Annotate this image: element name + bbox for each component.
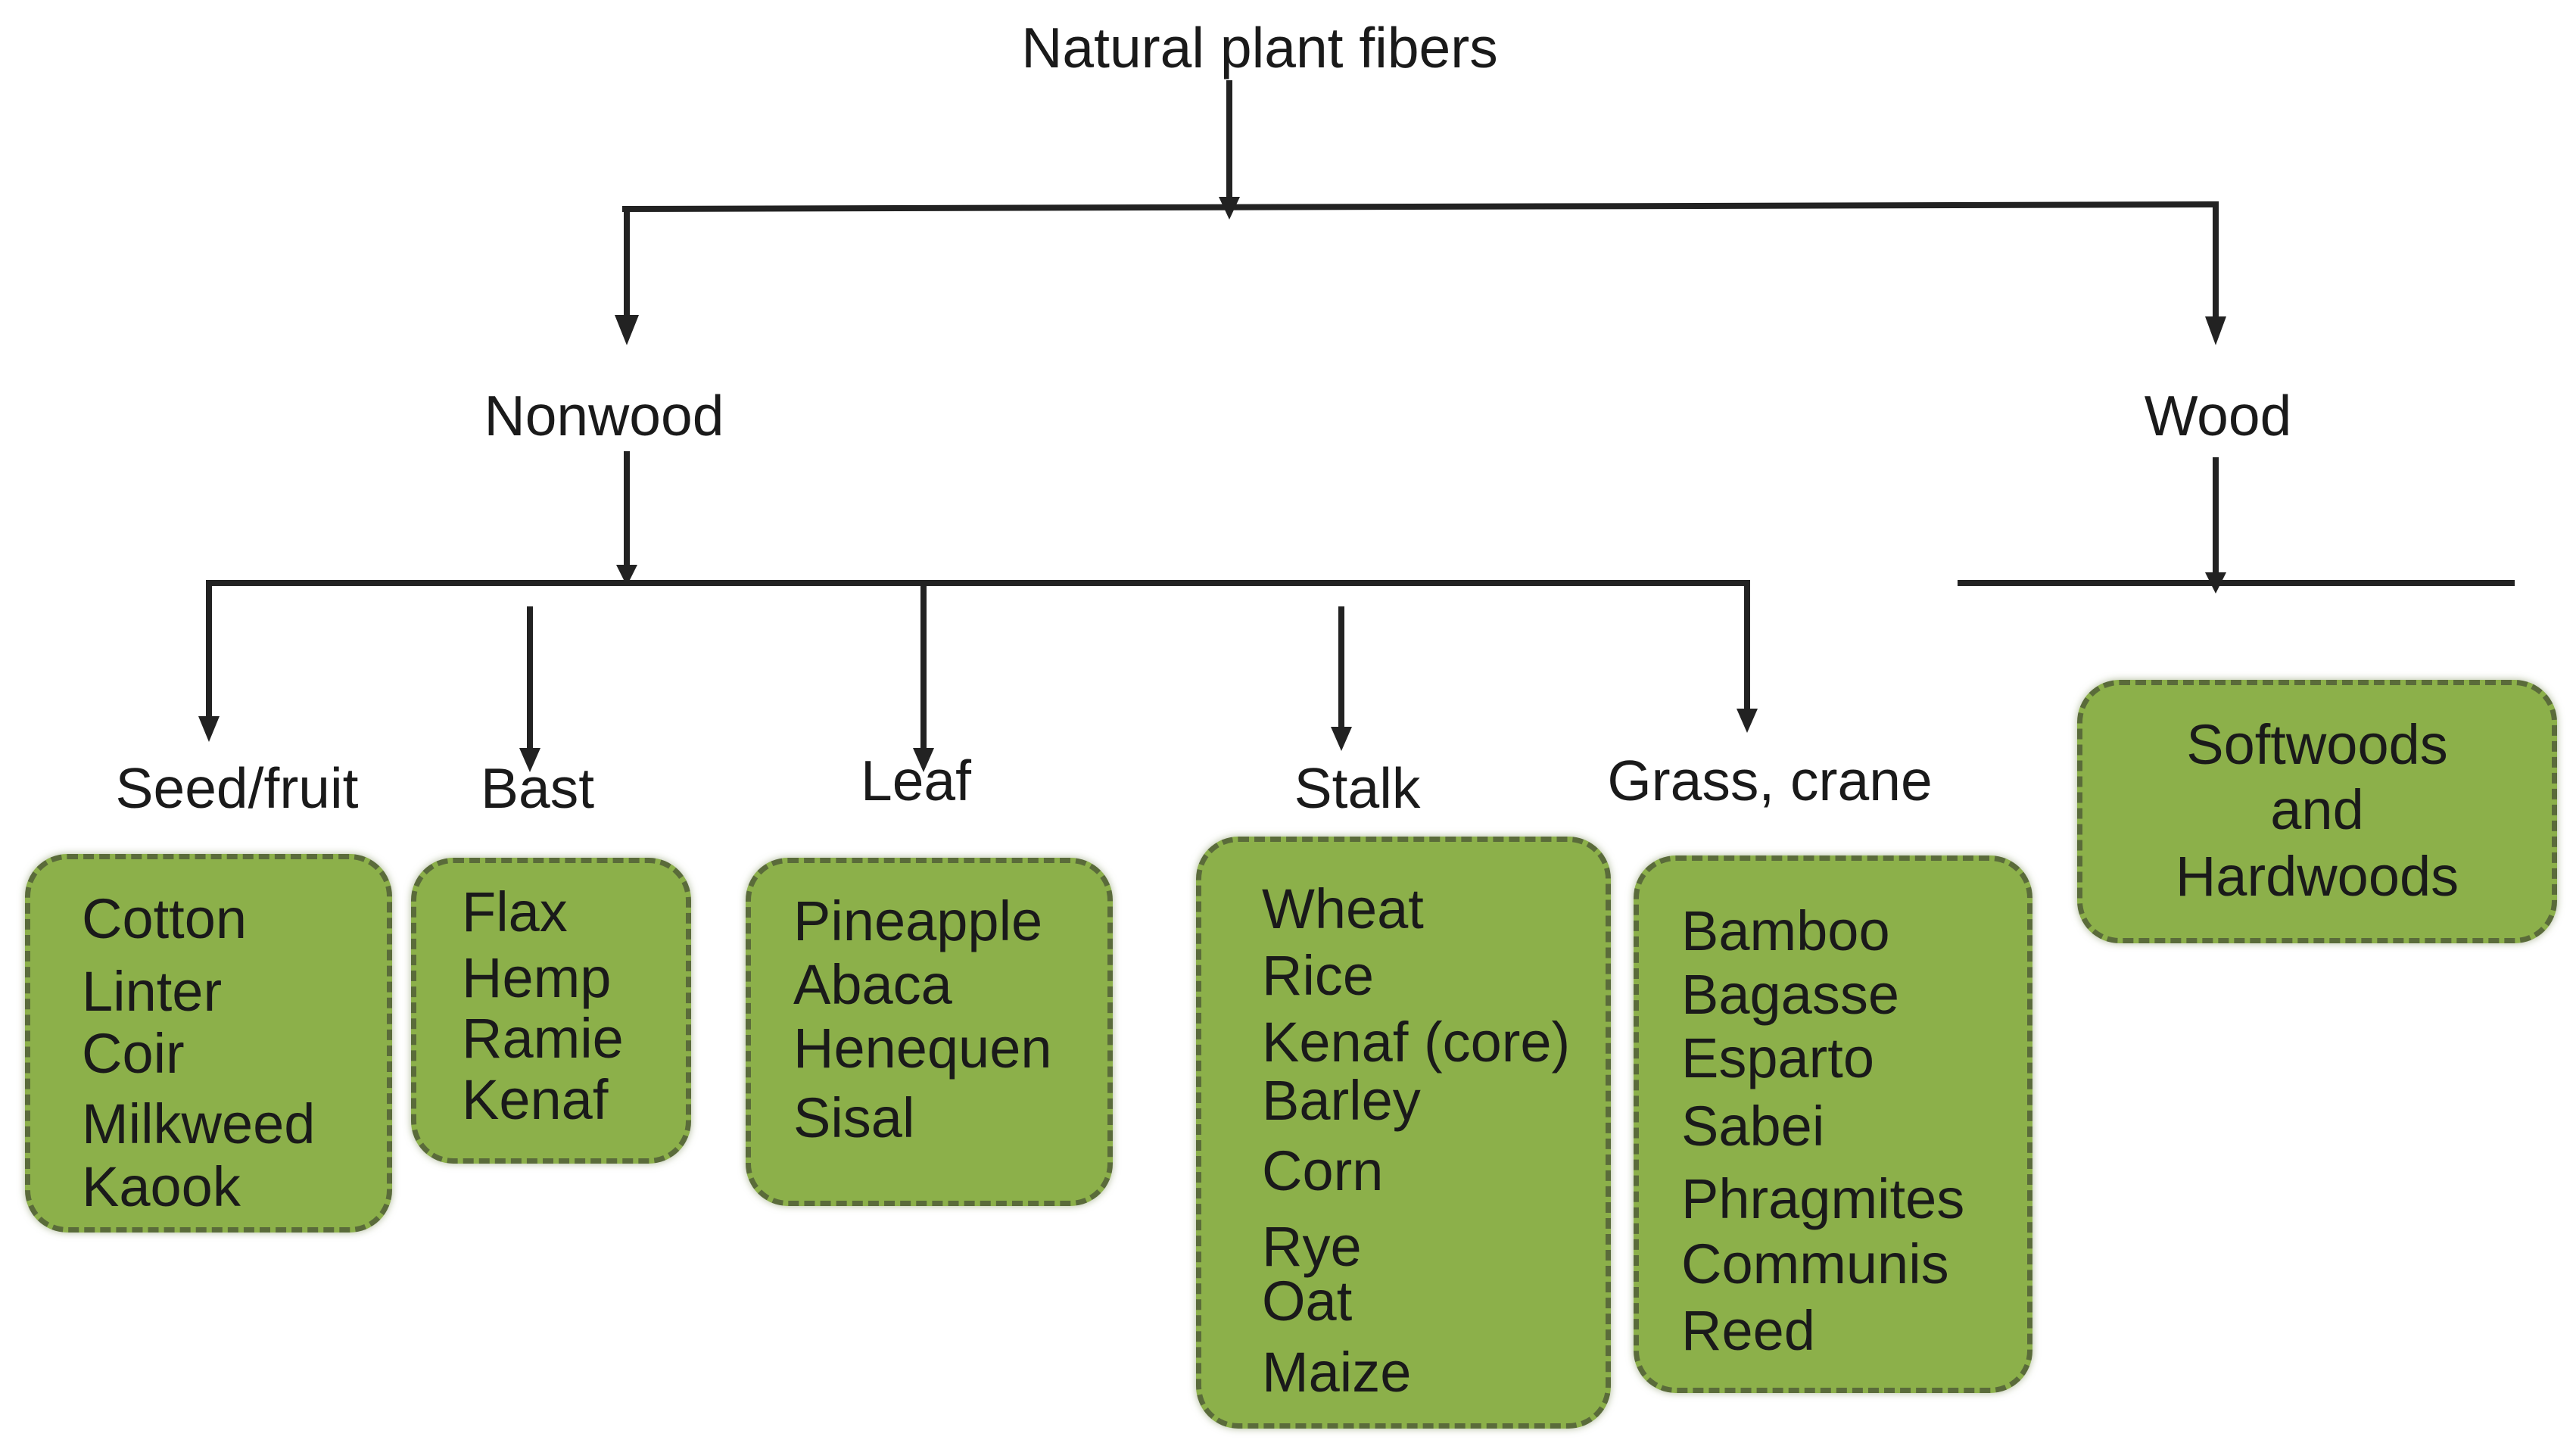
- arrowhead-wood: [2205, 316, 2226, 345]
- list-item: Pineapple: [793, 890, 1043, 952]
- list-item: Reed: [1681, 1299, 1815, 1362]
- list-item: Softwoods: [2186, 713, 2448, 776]
- list-item: Milkweed: [82, 1092, 316, 1155]
- list-item: Rice: [1262, 944, 1375, 1007]
- category-label-stalk: Stalk: [1294, 756, 1421, 820]
- list-item: Abaca: [793, 953, 952, 1016]
- list-item: Oat: [1262, 1270, 1353, 1332]
- arrowhead-nonwood-bus: [616, 565, 637, 586]
- arrowhead-nonwood: [615, 315, 639, 345]
- arrowhead-seed: [198, 716, 220, 742]
- arrowhead-root: [1219, 197, 1240, 220]
- list-item: Corn: [1262, 1139, 1384, 1202]
- category-label-leaf: Leaf: [861, 749, 971, 812]
- list-item: Bagasse: [1681, 963, 1899, 1026]
- list-item: Bamboo: [1681, 899, 1890, 962]
- nonwood-label: Nonwood: [484, 384, 724, 447]
- list-item: Henequen: [793, 1017, 1052, 1080]
- list-item: Wheat: [1262, 877, 1424, 940]
- list-item: Hemp: [462, 946, 612, 1009]
- list-item: Hardwoods: [2175, 845, 2459, 908]
- root-label: Natural plant fibers: [1021, 16, 1498, 79]
- seed-fruit-box: Cotton Linter Coir Milkweed Kaook: [25, 854, 392, 1233]
- list-item: Sisal: [793, 1086, 915, 1149]
- list-item: Linter: [82, 960, 223, 1023]
- list-item: Maize: [1262, 1341, 1412, 1404]
- bast-box: Flax Hemp Ramie Kenaf: [411, 858, 691, 1164]
- arrowhead-leaf: [913, 748, 934, 772]
- category-label-grass-crane: Grass, crane: [1607, 749, 1933, 812]
- list-item: Cotton: [82, 887, 248, 950]
- leaf-box: Pineapple Abaca Henequen Sisal: [746, 858, 1113, 1206]
- category-label-seed-fruit: Seed/fruit: [115, 756, 359, 820]
- wood-box: Softwoods and Hardwoods: [2077, 680, 2557, 943]
- list-item: Kaook: [82, 1155, 241, 1218]
- list-item: Kenaf (core): [1262, 1011, 1571, 1074]
- arrowhead-wood-bar: [2205, 572, 2226, 594]
- list-item: Flax: [462, 880, 568, 943]
- list-item: and: [2270, 778, 2364, 841]
- list-item: Phragmites: [1681, 1167, 1965, 1230]
- list-item: Barley: [1262, 1069, 1421, 1132]
- grass-crane-box: Bamboo Bagasse Esparto Sabei Phragmites …: [1634, 855, 2032, 1393]
- list-item: Rye: [1262, 1215, 1362, 1278]
- category-label-bast: Bast: [480, 756, 595, 820]
- list-item: Communis: [1681, 1233, 1949, 1295]
- list-item: Sabei: [1681, 1095, 1825, 1158]
- list-item: Ramie: [462, 1007, 624, 1070]
- arrowhead-grass: [1737, 709, 1758, 733]
- list-item: Kenaf: [462, 1068, 609, 1131]
- arrowhead-bast: [519, 748, 540, 772]
- top-bus: [621, 201, 2219, 213]
- list-item: Esparto: [1681, 1027, 1875, 1089]
- arrowhead-stalk: [1331, 727, 1352, 751]
- wood-label: Wood: [2144, 384, 2292, 447]
- stalk-box: Wheat Rice Kenaf (core) Barley Corn Rye …: [1196, 837, 1611, 1429]
- list-item: Coir: [82, 1022, 185, 1085]
